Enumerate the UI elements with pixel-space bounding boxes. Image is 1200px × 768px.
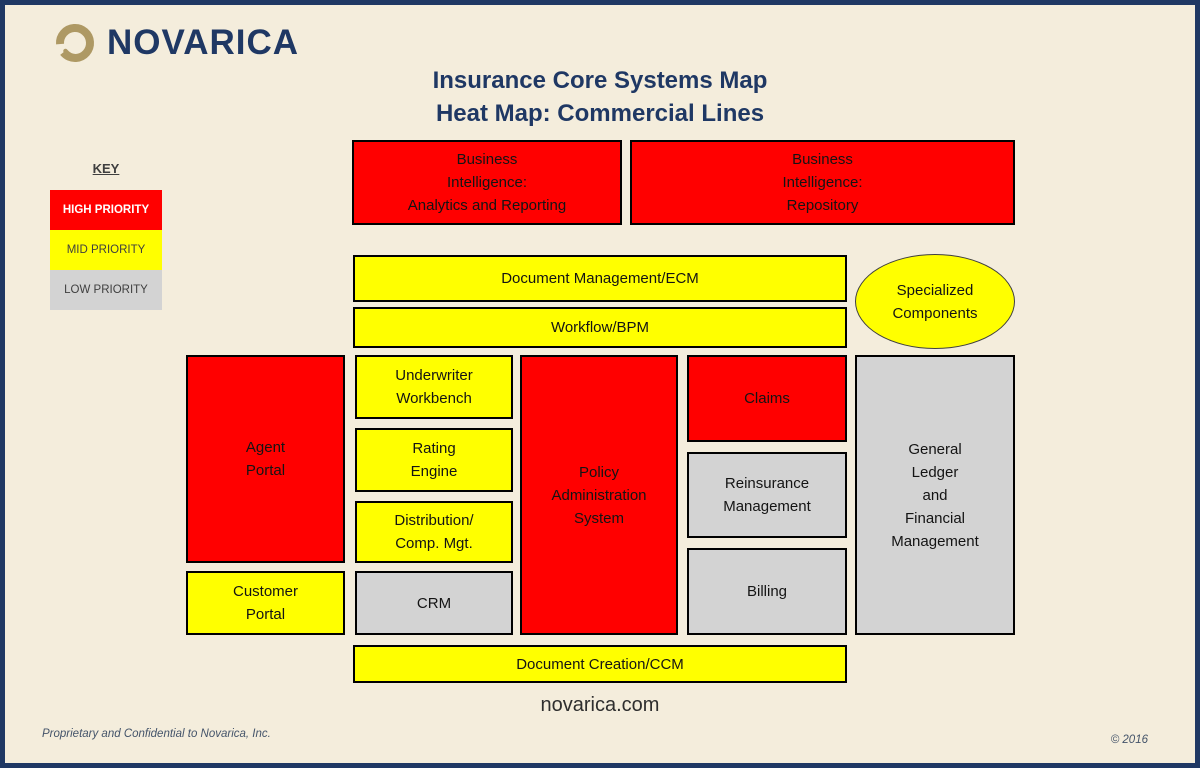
key-item-mid-priority: MID PRIORITY: [50, 230, 162, 270]
logo-text: NOVARICA: [107, 23, 300, 62]
box-agent-portal: Agent Portal: [186, 355, 345, 563]
box-rating-engine: Rating Engine: [355, 428, 513, 492]
copyright-text: © 2016: [1110, 734, 1148, 746]
confidentiality-notice: Proprietary and Confidential to Novarica…: [42, 728, 271, 740]
box-workflow-bpm: Workflow/BPM: [353, 307, 847, 348]
box-customer-portal: Customer Portal: [186, 571, 345, 635]
novarica-logo: NOVARICA: [52, 20, 299, 66]
box-document-creation-ccm: Document Creation/CCM: [353, 645, 847, 683]
box-policy-administration-system: Policy Administration System: [520, 355, 678, 635]
box-crm: CRM: [355, 571, 513, 635]
key-item-high-priority: HIGH PRIORITY: [50, 190, 162, 230]
box-underwriter-workbench: Underwriter Workbench: [355, 355, 513, 419]
box-document-management-ecm: Document Management/ECM: [353, 255, 847, 302]
page-title: Insurance Core Systems Map Heat Map: Com…: [0, 64, 1200, 130]
key-title: KEY: [92, 161, 120, 176]
box-reinsurance-management: Reinsurance Management: [687, 452, 847, 538]
key-item-low-priority: LOW PRIORITY: [50, 270, 162, 310]
website-text: novarica.com: [540, 694, 660, 716]
box-claims: Claims: [687, 355, 847, 442]
box-business-intelligence-repository: Business Intelligence: Repository: [630, 140, 1015, 225]
box-business-intelligence-analytics: Business Intelligence: Analytics and Rep…: [352, 140, 622, 225]
novarica-swirl-icon: [56, 24, 94, 62]
box-general-ledger-financial-management: General Ledger and Financial Management: [855, 355, 1015, 635]
title-line-1: Insurance Core Systems Map: [432, 67, 768, 94]
box-billing: Billing: [687, 548, 847, 635]
ellipse-specialized-components: Specialized Components: [855, 254, 1015, 349]
title-line-2: Heat Map: Commercial Lines: [435, 100, 765, 127]
box-distribution-comp-mgt: Distribution/ Comp. Mgt.: [355, 501, 513, 563]
